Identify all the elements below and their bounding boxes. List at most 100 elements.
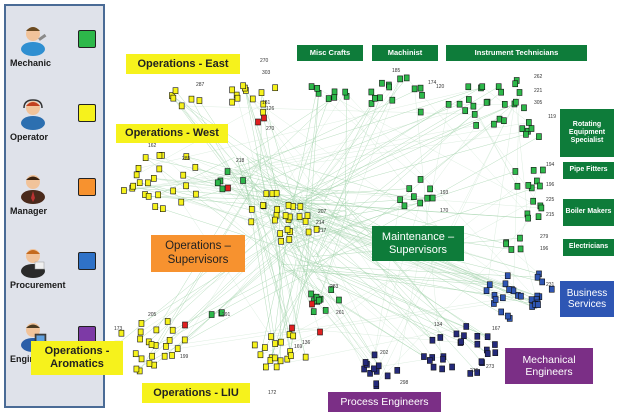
network-node <box>297 203 304 210</box>
network-node <box>456 100 463 108</box>
node-id-label: 170 <box>440 208 449 214</box>
network-node <box>530 197 536 205</box>
network-edge <box>148 215 287 343</box>
network-edge <box>285 269 490 285</box>
network-edge <box>297 202 529 219</box>
network-node <box>439 365 445 373</box>
network-node <box>445 100 452 108</box>
network-node <box>501 117 507 125</box>
network-edge <box>165 201 315 347</box>
network-node <box>537 182 543 190</box>
legend-label-mechanic: Mechanic <box>10 58 52 68</box>
network-node <box>535 213 542 221</box>
network-node <box>258 89 265 96</box>
network-edge <box>136 270 313 370</box>
network-node <box>305 228 312 236</box>
network-node <box>453 330 460 338</box>
network-node <box>309 300 315 308</box>
network-edge <box>244 88 282 278</box>
network-node <box>156 165 163 173</box>
network-node <box>530 167 537 174</box>
network-node <box>518 292 524 300</box>
network-node <box>304 212 311 220</box>
network-edge <box>177 295 521 349</box>
network-node <box>161 352 168 360</box>
network-edge <box>307 78 401 263</box>
legend-item-procurement: Procurement <box>6 234 103 306</box>
network-node <box>160 205 166 212</box>
network-node <box>521 104 527 112</box>
network-node <box>308 83 315 90</box>
network-node <box>474 369 480 376</box>
network-node <box>248 218 255 226</box>
group-label-misc-crafts: Misc Crafts <box>297 45 363 61</box>
role-legend: Mechanic Operator Manager Procurement <box>4 4 105 408</box>
network-node <box>437 334 444 341</box>
network-edge <box>275 201 534 344</box>
node-id-label: 136 <box>302 340 311 346</box>
mechanic-swatch <box>78 30 96 48</box>
network-node <box>296 213 303 220</box>
network-node <box>331 94 338 101</box>
network-node <box>501 100 508 108</box>
node-id-label: 174 <box>428 80 437 86</box>
network-edge <box>237 98 306 358</box>
network-edge <box>138 87 482 169</box>
network-edges <box>117 77 544 386</box>
network-node <box>474 332 481 340</box>
operator-person-icon <box>21 99 45 130</box>
network-node <box>430 363 437 371</box>
network-edge <box>261 92 307 249</box>
node-id-label: 270 <box>260 58 269 64</box>
network-node <box>148 341 155 348</box>
network-node <box>331 88 338 96</box>
network-edge <box>141 226 298 324</box>
legend-label-operator: Operator <box>10 132 49 142</box>
network-node <box>528 296 535 303</box>
network-node <box>498 88 504 96</box>
legend-label-procurement: Procurement <box>10 280 66 290</box>
group-label-process-engineers: Process Engineers <box>328 392 441 412</box>
network-node <box>142 154 149 161</box>
network-node <box>367 370 373 377</box>
network-node <box>121 187 127 194</box>
network-node <box>225 184 231 192</box>
network-node <box>498 308 505 316</box>
network-edge <box>171 95 330 205</box>
network-node <box>342 88 349 96</box>
network-node <box>178 102 185 110</box>
network-nodes <box>114 74 555 390</box>
network-node <box>317 328 323 336</box>
network-node <box>486 281 493 289</box>
network-edge <box>133 185 538 297</box>
network-edge <box>245 90 300 252</box>
network-edge <box>262 172 379 366</box>
network-edge <box>287 208 350 230</box>
network-node <box>440 355 446 363</box>
group-label-operations-west: Operations - West <box>116 124 228 143</box>
network-node <box>260 108 266 116</box>
network-node <box>137 335 143 343</box>
network-edge <box>291 199 433 341</box>
network-edge <box>376 207 542 384</box>
network-node <box>394 367 401 374</box>
procurement-person-icon <box>21 249 45 278</box>
network-node <box>251 341 258 349</box>
network-node <box>471 111 478 118</box>
network-edge <box>283 252 488 337</box>
network-node <box>458 338 464 346</box>
network-edge <box>345 91 537 300</box>
network-edge <box>290 186 518 356</box>
network-edge <box>285 249 488 337</box>
network-edge <box>318 211 348 301</box>
network-edge <box>305 266 441 338</box>
network-edge <box>232 87 421 177</box>
network-node <box>271 354 278 362</box>
network-node <box>516 89 523 96</box>
network-node <box>181 336 188 344</box>
network-node <box>484 350 491 357</box>
network-node <box>379 79 385 87</box>
network-node <box>278 338 284 346</box>
network-edge <box>244 87 283 227</box>
